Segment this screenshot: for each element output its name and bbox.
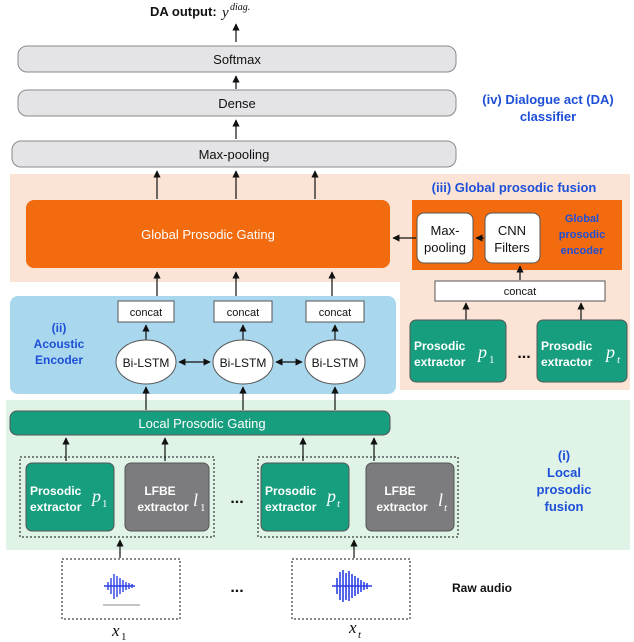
global-encoder-line3: encoder (561, 245, 605, 257)
global-prost-var: p (604, 342, 615, 362)
global-gating-label: Global Prosodic Gating (141, 227, 275, 242)
acoustic-encoder-region (10, 296, 396, 394)
classifier-label-line1: (iv) Dialogue act (DA) (482, 92, 613, 107)
bilstm-1 (115, 339, 177, 385)
softmax-layer (17, 45, 457, 73)
local-prosodic-extractor-t (260, 462, 350, 532)
global-concat-label: concat (504, 286, 536, 298)
bilstm-label-2: Bi-LSTM (220, 356, 267, 370)
global-maxpool-line2: pooling (424, 240, 466, 255)
local-lfbet-line2: extractor (376, 500, 428, 514)
concat-label-1: concat (130, 307, 162, 319)
global-prosodic-extractor-1 (409, 319, 507, 383)
raw-audio-label: Raw audio (452, 581, 512, 595)
local-prost-sub: t (337, 498, 341, 510)
local-pros1-sub: 1 (102, 498, 108, 510)
audio-box-t (291, 558, 411, 620)
local-prosodic-gating (9, 410, 391, 436)
da-output-var: y (220, 5, 229, 21)
acoustic-label-line2: Acoustic (34, 337, 85, 351)
local-label-line1: (i) (558, 448, 570, 463)
local-lfbe1-line1: LFBE (144, 484, 175, 498)
global-prost-line2: extractor (541, 355, 593, 369)
global-ellipsis: ... (517, 345, 530, 362)
concat-box-2 (213, 300, 273, 323)
global-fusion-label: (iii) Global prosodic fusion (432, 180, 597, 195)
xt-var: x (348, 618, 357, 637)
concat-box-3 (305, 300, 365, 323)
global-pros1-line1: Prosodic (414, 339, 466, 353)
global-prosodic-extractor-t (536, 319, 628, 383)
local-ellipsis: ... (230, 490, 243, 507)
dense-layer (17, 89, 457, 117)
local-lfbet-line1: LFBE (384, 484, 415, 498)
local-lfbet-sub: t (444, 502, 448, 514)
local-prost-var: p (325, 486, 336, 506)
concat-label-2: concat (227, 307, 259, 319)
local-lfbe1-var: l (193, 490, 198, 510)
concat-label-3: concat (319, 307, 351, 319)
local-lfbe-extractor-t (365, 462, 455, 532)
xt-sub: t (358, 629, 362, 641)
bilstm-label-3: Bi-LSTM (312, 356, 359, 370)
bilstm-label-1: Bi-LSTM (123, 356, 170, 370)
global-pros1-sub: 1 (489, 354, 495, 366)
da-output-sup: diag. (230, 2, 250, 13)
local-lfbe1-sub: 1 (200, 502, 206, 514)
acoustic-label-line1: (ii) (52, 321, 67, 335)
global-prost-line1: Prosodic (541, 339, 593, 353)
classifier-label-line2: classifier (520, 109, 576, 124)
local-lfbe-extractor-1 (124, 462, 210, 532)
local-gating-label: Local Prosodic Gating (138, 416, 265, 431)
global-concat-box (434, 280, 606, 302)
local-prost-line1: Prosodic (265, 484, 317, 498)
maxpool-label: Max-pooling (199, 147, 270, 162)
global-pros1-line2: extractor (414, 355, 466, 369)
acoustic-label-line3: Encoder (35, 353, 83, 367)
global-encoder-line2: prosodic (559, 229, 605, 241)
x1-sub: 1 (121, 631, 127, 642)
da-output-label: DA output: (150, 4, 217, 19)
local-lfbe1-line2: extractor (137, 500, 189, 514)
global-pros1-var: p (476, 342, 487, 362)
local-prost-line2: extractor (265, 500, 317, 514)
concat-box-1 (117, 300, 175, 323)
audio-ellipsis: ... (230, 579, 243, 596)
local-group-right (257, 456, 459, 538)
x1-var: x (111, 621, 120, 640)
bilstm-2 (212, 339, 274, 385)
local-group-left (19, 456, 215, 538)
softmax-label: Softmax (213, 52, 261, 67)
local-pros1-line1: Prosodic (30, 484, 82, 498)
cnn-line2: Filters (494, 240, 530, 255)
local-pros1-line2: extractor (30, 500, 82, 514)
local-label-line2: Local (547, 465, 581, 480)
global-maxpool-box (416, 212, 474, 264)
dense-label: Dense (218, 96, 256, 111)
local-lfbet-var: l (438, 490, 443, 510)
global-encoder-line1: Global (565, 213, 599, 225)
local-prosodic-extractor-1 (25, 462, 115, 532)
cnn-filters-box (484, 212, 541, 264)
local-label-line3: prosodic (537, 482, 592, 497)
local-pros1-var: p (90, 486, 101, 506)
waveform-t (332, 570, 372, 602)
bilstm-3 (304, 339, 366, 385)
maxpool-layer (11, 140, 457, 168)
waveform-1 (104, 574, 135, 599)
cnn-line1: CNN (498, 223, 526, 238)
global-prosodic-gating (26, 200, 390, 268)
local-label-line4: fusion (545, 499, 584, 514)
global-prost-sub: t (617, 354, 621, 366)
audio-box-1 (61, 558, 181, 620)
global-maxpool-line1: Max- (431, 223, 460, 238)
